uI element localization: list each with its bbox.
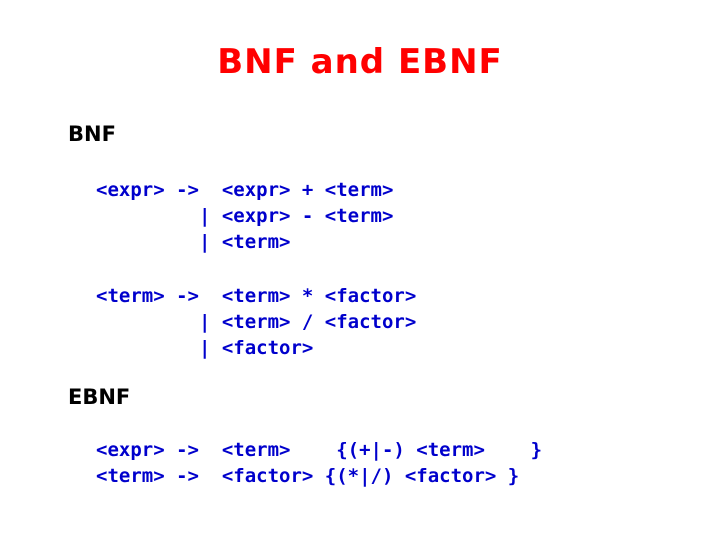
section-label-bnf: BNF xyxy=(68,122,116,146)
bnf-expr-production: <expr> -> <expr> + <term> | <expr> - <te… xyxy=(96,179,394,253)
page-title: BNF and EBNF xyxy=(217,42,503,82)
bnf-term-production: <term> -> <term> * <factor> | <term> / <… xyxy=(96,285,417,359)
ebnf-productions: <expr> -> <term> {(+|-) <term> } <term> … xyxy=(96,439,543,487)
section-label-ebnf: EBNF xyxy=(68,385,131,409)
